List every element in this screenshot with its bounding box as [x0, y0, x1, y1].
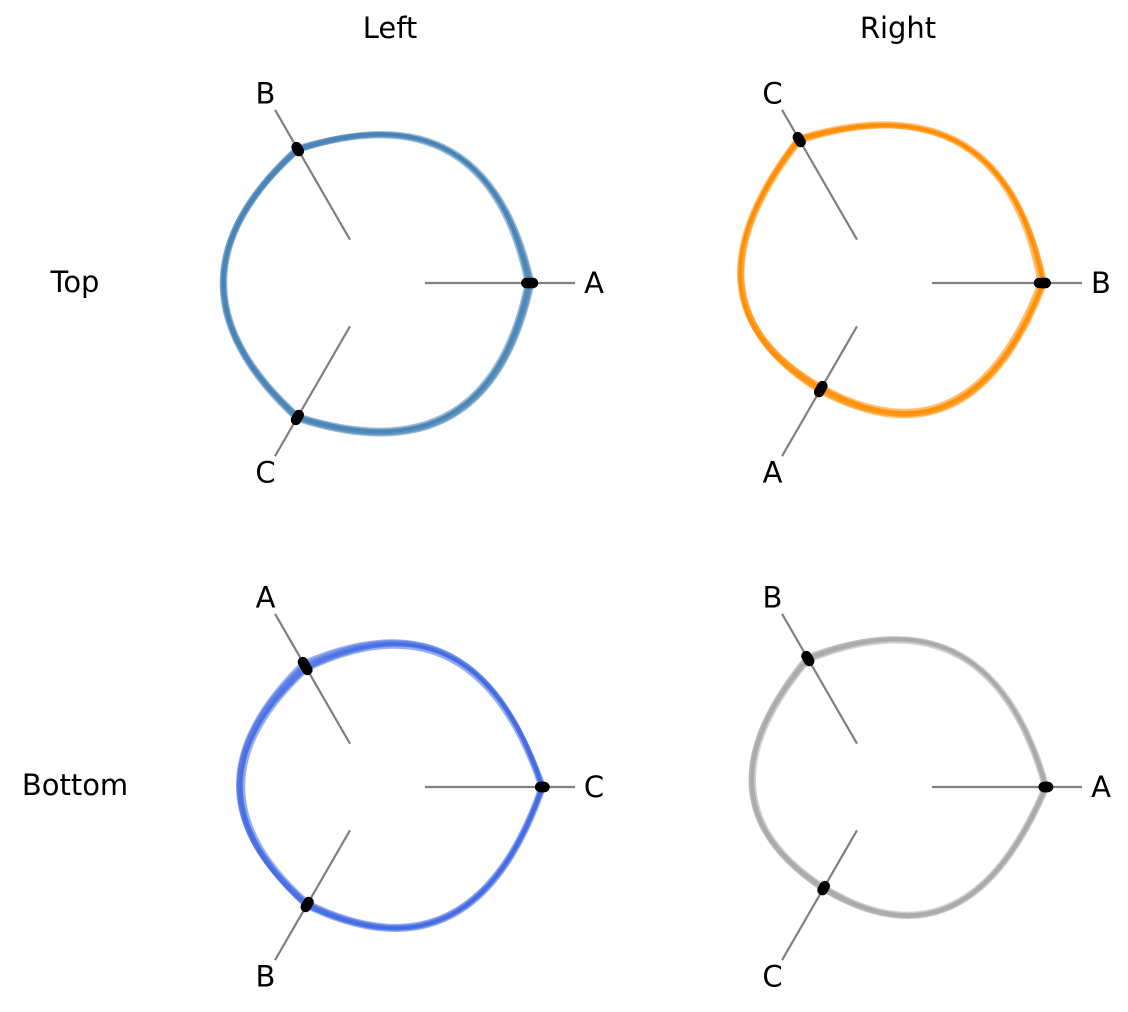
series-curve-5	[738, 123, 1048, 419]
marker-7-2	[816, 382, 827, 394]
col-header-right: Right	[860, 11, 936, 45]
marker-7-1	[802, 652, 813, 664]
series-curve-6	[751, 637, 1049, 917]
series-curve-7	[237, 641, 543, 930]
series-curve-7	[749, 637, 1048, 919]
series-curve-7	[738, 122, 1044, 415]
series-curve-3	[750, 638, 1049, 918]
axis-line-2	[781, 829, 858, 961]
axis-line-2	[274, 829, 351, 961]
series-curve-0	[753, 640, 1046, 915]
axis-label-b: B	[763, 580, 783, 614]
axis-label-a: A	[763, 456, 783, 490]
panel-bottom-left: C A B	[236, 580, 604, 994]
marker-7-0	[1037, 277, 1048, 289]
panels: A B C B C A C A B A B C	[219, 76, 1111, 994]
marker-7-1	[299, 659, 310, 671]
marker-7-0	[535, 781, 547, 793]
marker-7-2	[817, 884, 828, 896]
marker-7-1	[291, 142, 303, 154]
axis-line-1	[274, 109, 351, 241]
series-curve-1	[750, 638, 1047, 917]
axis-label-b: B	[256, 76, 276, 110]
axis-label-a: A	[584, 266, 604, 300]
axis-label-c: C	[762, 76, 782, 110]
axis-label-c: C	[762, 960, 782, 994]
marker-7-1	[793, 132, 804, 144]
axis-label-c: C	[255, 456, 275, 490]
col-header-left: Left	[363, 11, 418, 45]
panel-top-left: A B C	[219, 76, 604, 490]
panel-bottom-right: A B C	[748, 580, 1111, 994]
row-header-top: Top	[50, 265, 100, 299]
axis-label-c: C	[584, 770, 604, 804]
series-curve-2	[750, 637, 1048, 917]
axis-line-1	[781, 109, 858, 241]
row-header-bottom: Bottom	[22, 768, 128, 802]
series-curve-7	[222, 132, 532, 433]
panel-top-right: B C A	[736, 76, 1111, 490]
marker-7-2	[293, 410, 304, 422]
axis-line-2	[274, 325, 351, 457]
axis-label-b: B	[1091, 266, 1111, 300]
marker-7-0	[1040, 781, 1052, 793]
axis-label-a: A	[1091, 770, 1111, 804]
axis-label-a: A	[256, 580, 276, 614]
marker-7-2	[301, 900, 312, 912]
axis-line-1	[274, 613, 351, 745]
axis-line-1	[781, 613, 858, 745]
marker-7-0	[524, 277, 535, 289]
axis-label-b: B	[256, 960, 276, 994]
